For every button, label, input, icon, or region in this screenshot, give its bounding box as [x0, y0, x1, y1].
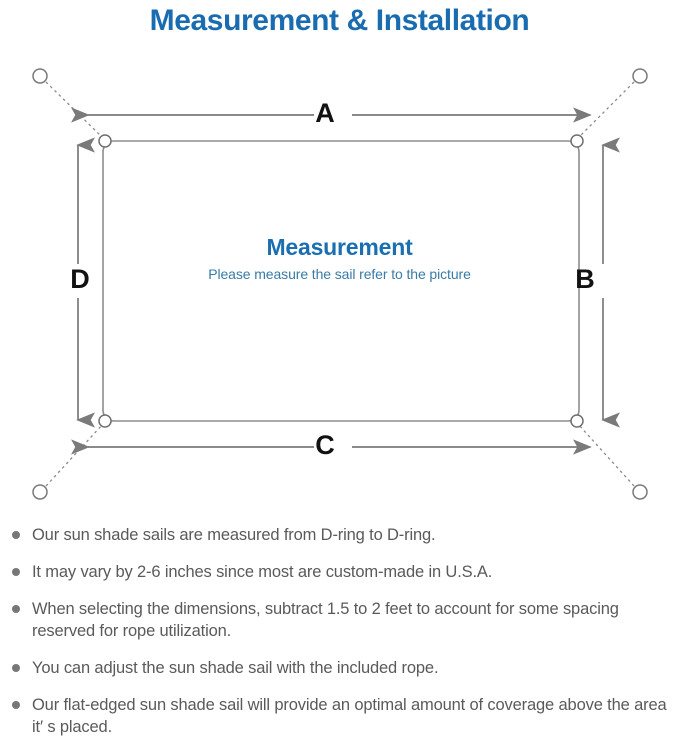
list-item-text: When selecting the dimensions, subtract …	[32, 600, 619, 640]
notes-list: Our sun shade sails are measured from D-…	[0, 524, 679, 753]
rope-bottom-left	[45, 423, 104, 487]
d-ring-top-right	[570, 134, 584, 148]
dimension-label-b: B	[575, 264, 595, 294]
anchor-points	[32, 68, 648, 500]
list-item: Our sun shade sails are measured from D-…	[0, 524, 679, 546]
rope-top-right	[577, 81, 635, 139]
d-rings	[98, 134, 584, 428]
d-ring-top-left	[98, 134, 112, 148]
rope-lines	[45, 81, 635, 487]
list-item-text: It may vary by 2-6 inches since most are…	[32, 563, 493, 581]
list-item: It may vary by 2-6 inches since most are…	[0, 561, 679, 583]
page-title: Measurement & Installation	[149, 4, 530, 37]
list-item-text: Our flat-edged sun shade sail will provi…	[32, 696, 667, 736]
d-ring-bottom-right	[570, 414, 584, 428]
anchor-point-top-right	[632, 68, 648, 84]
sail-outline	[102, 140, 580, 422]
d-ring-bottom-left	[98, 414, 112, 428]
diagram-canvas	[32, 68, 648, 500]
list-item: Our flat-edged sun shade sail will provi…	[0, 694, 679, 738]
rope-top-left	[45, 81, 104, 139]
list-item-text: You can adjust the sun shade sail with t…	[32, 659, 439, 677]
anchor-point-bottom-left	[32, 484, 48, 500]
dimension-label-c: C	[315, 430, 335, 460]
shade-sail-measurement-diagram: Measurement Please measure the sail refe…	[0, 42, 679, 522]
anchor-point-bottom-right	[632, 484, 648, 500]
rope-bottom-right	[577, 423, 635, 487]
anchor-point-top-left	[32, 68, 48, 84]
bullet-icon	[12, 605, 20, 613]
bullet-icon	[12, 701, 20, 709]
list-item: When selecting the dimensions, subtract …	[0, 598, 679, 642]
list-item: You can adjust the sun shade sail with t…	[0, 657, 679, 679]
dimension-arrows	[71, 107, 620, 455]
dimension-label-d: D	[70, 264, 90, 294]
bullet-icon	[12, 568, 20, 576]
bullet-icon	[12, 531, 20, 539]
bullet-icon	[12, 664, 20, 672]
dimension-label-a: A	[315, 98, 335, 128]
list-item-text: Our sun shade sails are measured from D-…	[32, 526, 436, 544]
